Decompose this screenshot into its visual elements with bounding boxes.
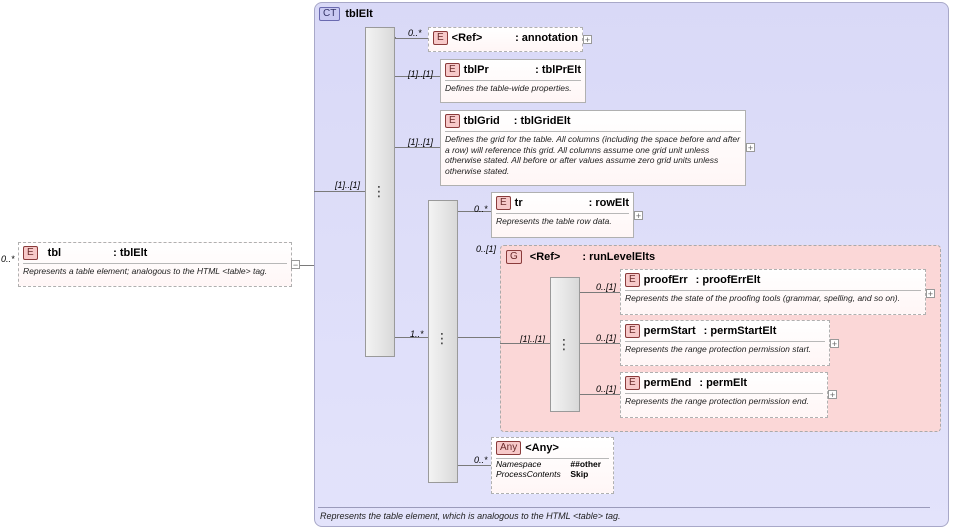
namespace-label: Namespace xyxy=(496,459,542,469)
connector-line xyxy=(395,337,428,338)
connector-line xyxy=(395,38,428,39)
element-badge: E xyxy=(445,114,460,128)
element-any[interactable]: Any <Any> Namespace ##other ProcessConte… xyxy=(491,437,614,494)
element-tblGrid[interactable]: E tblGrid : tblGridElt Defines the grid … xyxy=(440,110,746,186)
complex-type-description: Represents the table element, which is a… xyxy=(320,511,621,521)
element-badge: E xyxy=(625,273,640,287)
sequence-icon: ⋮ xyxy=(372,183,386,199)
element-type: : rowElt xyxy=(588,197,629,209)
element-permStart[interactable]: E permStart : permStartElt Represents th… xyxy=(620,320,830,366)
complex-type-header: CT tblElt xyxy=(319,7,373,21)
expand-toggle-icon[interactable]: + xyxy=(583,35,592,45)
complex-type-badge: CT xyxy=(319,7,341,21)
sequence-icon: ⋮ xyxy=(435,330,449,346)
sequence-compositor-1[interactable] xyxy=(365,27,395,357)
element-badge: E xyxy=(445,63,460,77)
element-type: : permStartElt xyxy=(703,325,777,337)
connector-line xyxy=(580,394,620,395)
proofErr-multiplicity: 0..[1] xyxy=(596,282,617,292)
element-tblPr[interactable]: E tblPr : tblPrElt Defines the table-wid… xyxy=(440,59,586,103)
element-badge: E xyxy=(23,246,38,260)
element-name: permStart xyxy=(643,325,696,337)
connector-line xyxy=(458,337,500,338)
element-type: : tblPrElt xyxy=(535,64,581,76)
element-badge: E xyxy=(496,196,511,210)
element-name: tbl xyxy=(47,247,62,259)
expand-toggle-icon[interactable]: + xyxy=(746,143,755,153)
group-multiplicity: 0..[1] xyxy=(476,244,497,254)
element-tr[interactable]: E tr : rowElt Represents the table row d… xyxy=(491,192,634,238)
element-type: : permElt xyxy=(699,377,748,389)
element-description: Defines the grid for the table. All colu… xyxy=(445,131,741,178)
sequence-icon: ⋮ xyxy=(557,336,571,352)
root-multiplicity: 0..* xyxy=(1,254,15,264)
connector-line xyxy=(395,76,440,77)
element-description: Represents the range protection permissi… xyxy=(625,341,825,357)
group-header: G <Ref> : runLevelElts xyxy=(506,250,655,264)
connector-line xyxy=(300,265,314,266)
connector-line xyxy=(395,147,440,148)
tr-multiplicity: 0..* xyxy=(474,204,488,214)
element-description: Defines the table-wide properties. xyxy=(445,80,581,96)
connector-line xyxy=(458,211,491,212)
any-name: <Any> xyxy=(525,442,559,454)
element-name: tblGrid xyxy=(463,115,500,127)
expand-toggle-icon[interactable]: + xyxy=(830,339,839,349)
element-description: Represents the table row data. xyxy=(496,213,629,229)
expand-toggle-icon[interactable]: + xyxy=(926,289,935,299)
connector-line xyxy=(500,343,550,344)
element-type: : tblGridElt xyxy=(513,115,571,127)
element-badge: E xyxy=(625,324,640,338)
expand-toggle-icon[interactable]: + xyxy=(828,390,837,400)
element-annotation[interactable]: E <Ref> : annotation xyxy=(428,27,583,52)
connector-line xyxy=(580,292,620,293)
tblPr-multiplicity: [1]..[1] xyxy=(408,69,434,79)
collapse-toggle-icon[interactable]: − xyxy=(291,260,300,270)
seq1-multiplicity: [1]..[1] xyxy=(335,180,361,190)
namespace-value: ##other xyxy=(570,459,602,469)
expand-toggle-icon[interactable]: + xyxy=(634,211,643,221)
element-type: : tblElt xyxy=(113,247,148,259)
element-type: : annotation xyxy=(515,32,578,44)
element-name: tblPr xyxy=(463,64,489,76)
tblGrid-multiplicity: [1]..[1] xyxy=(408,137,434,147)
element-description: Represents the state of the proofing too… xyxy=(625,290,921,306)
connector-line xyxy=(314,191,365,192)
group-type: : runLevelElts xyxy=(582,251,656,263)
element-description: Represents the range protection permissi… xyxy=(625,393,823,409)
group-badge: G xyxy=(506,250,522,264)
footer-divider xyxy=(318,507,930,508)
permStart-multiplicity: 0..[1] xyxy=(596,333,617,343)
any-badge: Any xyxy=(496,441,522,455)
any-properties: Namespace ##other ProcessContents Skip xyxy=(496,458,609,479)
process-contents-label: ProcessContents xyxy=(496,469,561,479)
element-badge: E xyxy=(625,376,640,390)
group-seq-multiplicity: [1]..[1] xyxy=(520,334,546,344)
element-name: tr xyxy=(514,197,523,209)
group-name: <Ref> xyxy=(529,251,561,263)
permEnd-multiplicity: 0..[1] xyxy=(596,384,617,394)
annotation-multiplicity: 0..* xyxy=(408,28,422,38)
element-type: : proofErrElt xyxy=(695,274,761,286)
element-name: <Ref> xyxy=(451,32,483,44)
complex-type-name: tblElt xyxy=(345,8,373,20)
element-name: permEnd xyxy=(643,377,692,389)
process-contents-value: Skip xyxy=(570,469,589,479)
sequence-compositor-3[interactable] xyxy=(550,277,580,412)
element-name: proofErr xyxy=(643,274,688,286)
element-permEnd[interactable]: E permEnd : permElt Represents the range… xyxy=(620,372,828,418)
seq2-multiplicity: 1..* xyxy=(410,329,424,339)
root-element-tbl[interactable]: E tbl : tblElt Represents a table elemen… xyxy=(18,242,292,287)
element-description: Represents a table element; analogous to… xyxy=(23,263,287,279)
element-proofErr[interactable]: E proofErr : proofErrElt Represents the … xyxy=(620,269,926,315)
connector-line xyxy=(580,343,620,344)
element-badge: E xyxy=(433,31,448,45)
connector-line xyxy=(395,37,396,38)
connector-line xyxy=(458,465,491,466)
any-multiplicity: 0..* xyxy=(474,455,488,465)
sequence-compositor-2[interactable] xyxy=(428,200,458,483)
